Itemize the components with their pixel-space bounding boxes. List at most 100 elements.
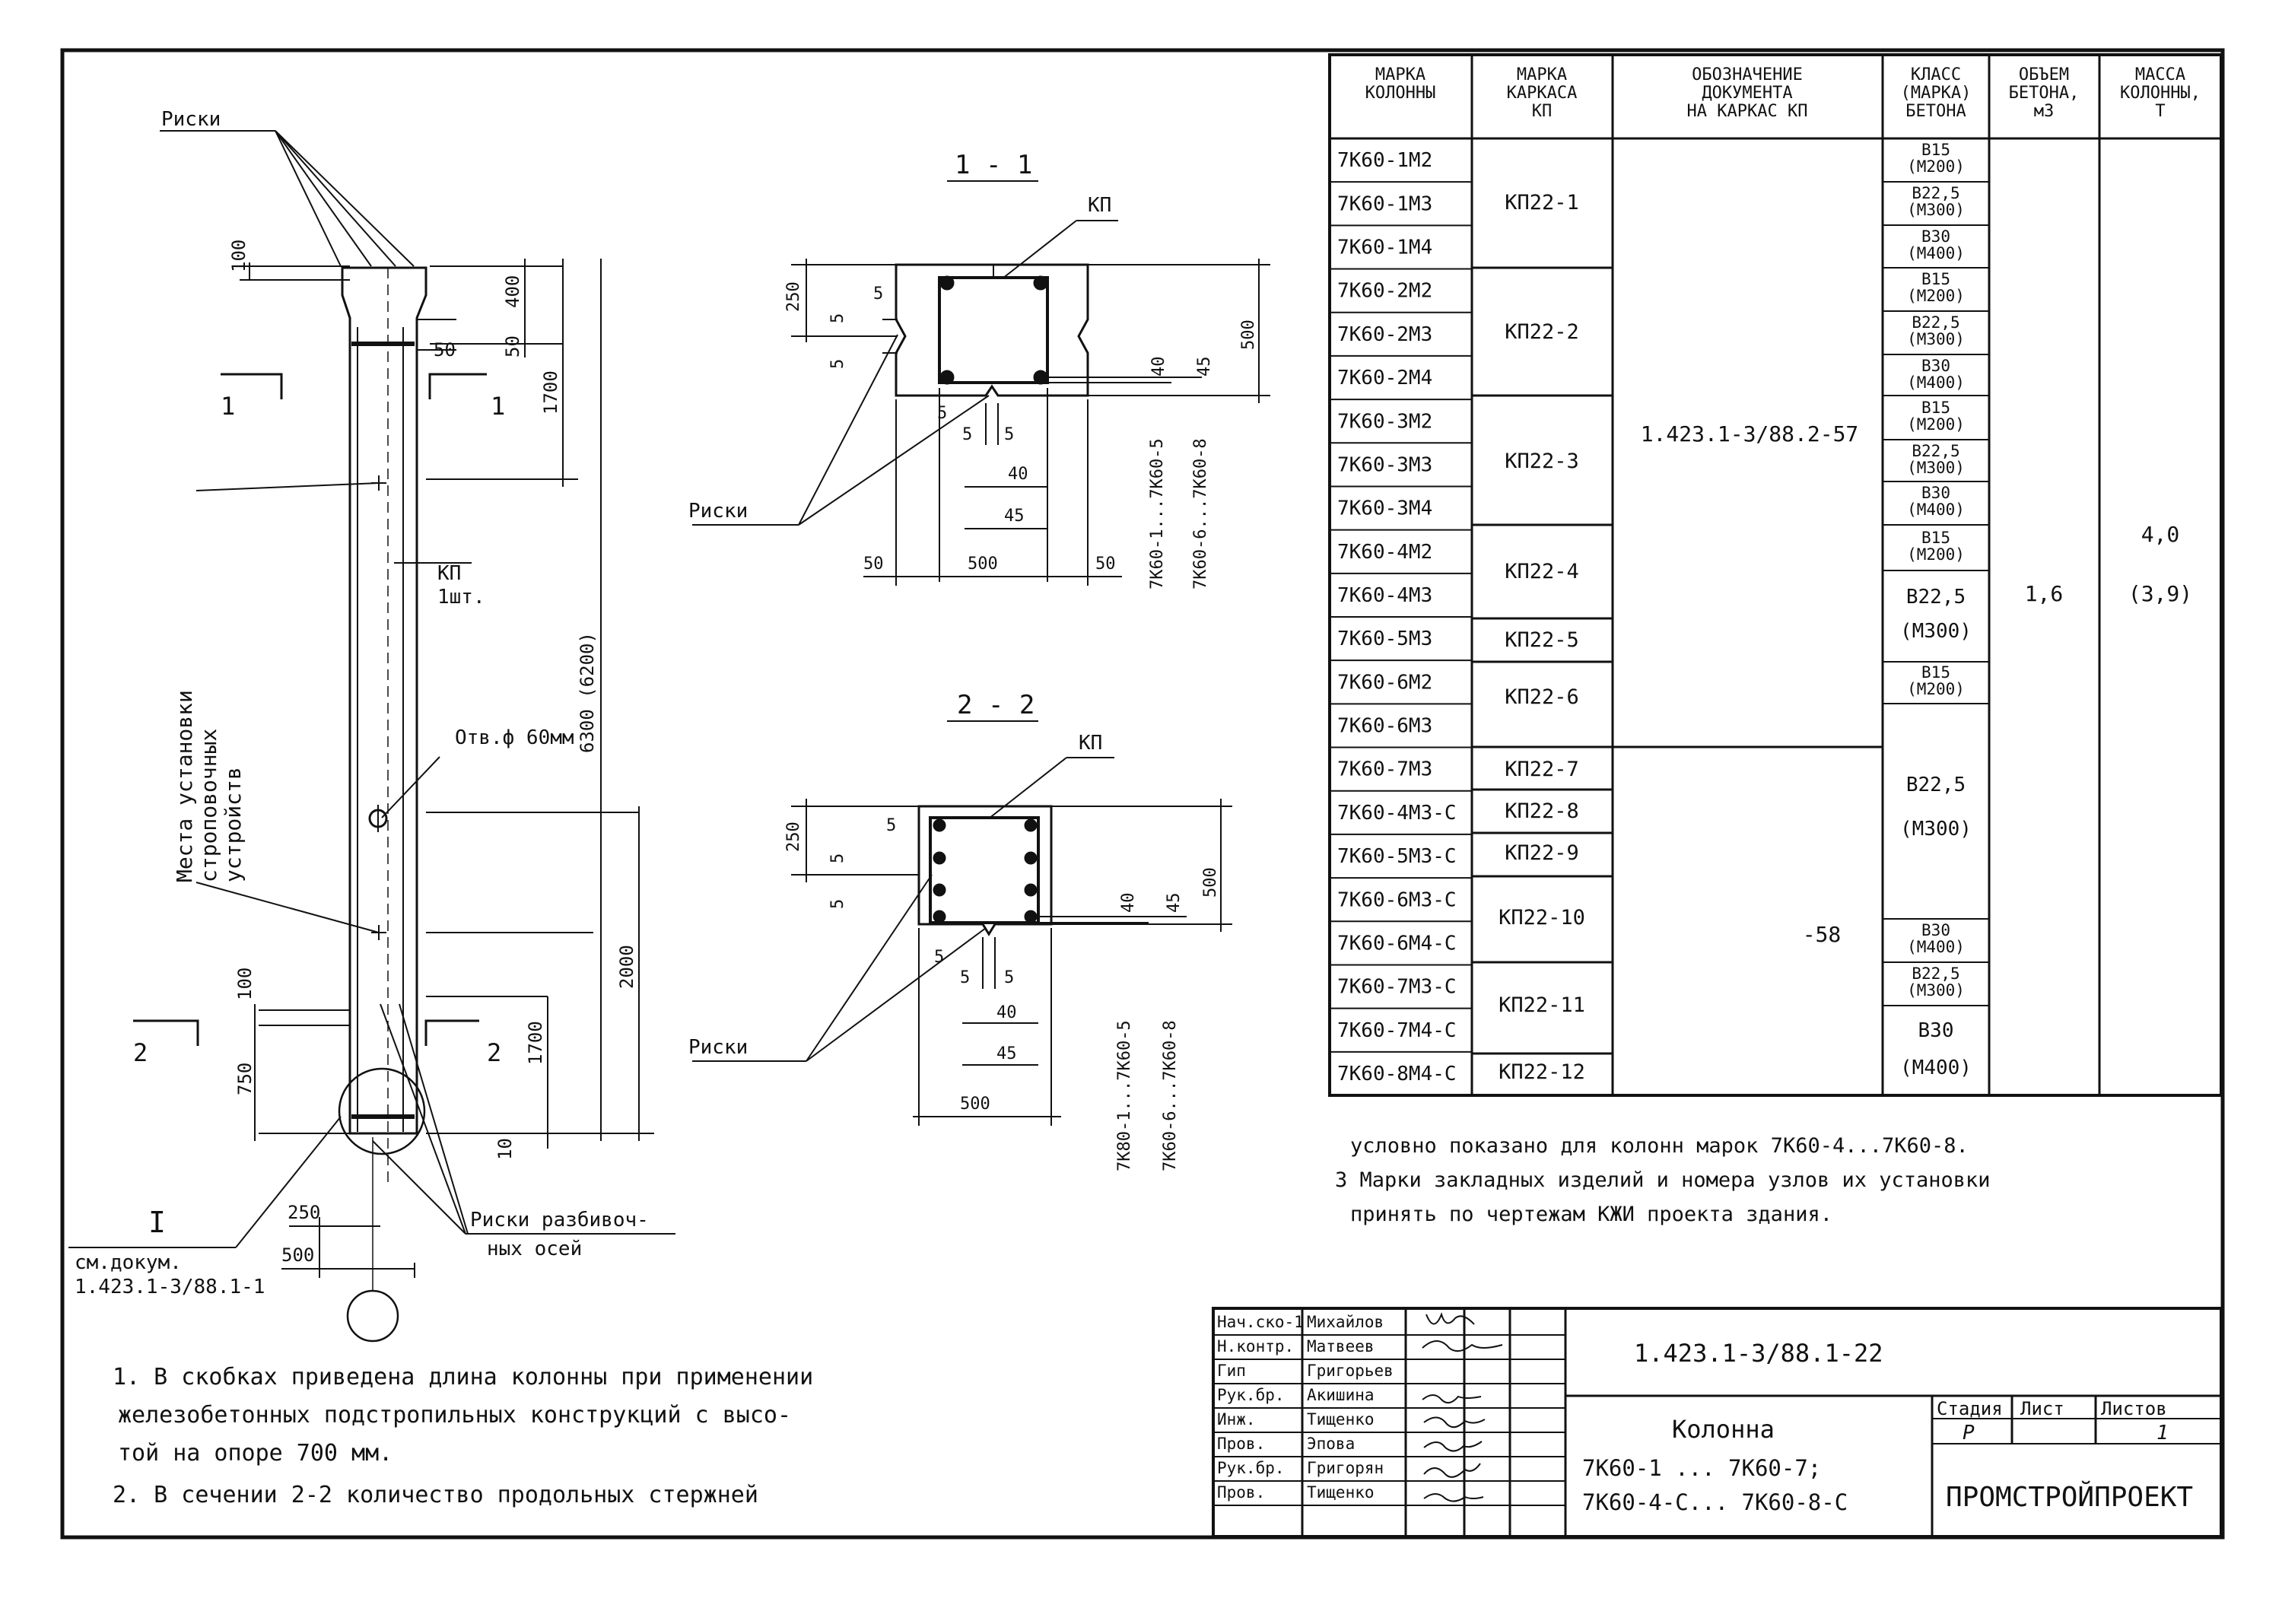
s2-dim-45v: 45 xyxy=(1165,893,1184,914)
stage-header: Стадия xyxy=(1937,1398,2003,1419)
stage-value: Р xyxy=(1963,1422,1975,1444)
s1-dim-5c: 5 xyxy=(828,359,847,369)
s2-dim-250: 250 xyxy=(784,822,803,852)
s1-dim-250: 250 xyxy=(784,281,803,312)
section-1-outline xyxy=(895,263,1089,397)
table-header: (МАРКА) xyxy=(1901,84,1972,103)
table-header: КЛАСС xyxy=(1911,65,1961,84)
table-cell-kp: КП22-3 xyxy=(1505,450,1579,473)
title-block xyxy=(1212,1307,2223,1538)
table-cell-class: В22,5 xyxy=(1906,586,1966,609)
label-mounting-1: Места установки xyxy=(172,690,197,882)
table-cell-mark: 7К60-4М3 xyxy=(1337,584,1432,607)
s1-mark-range-2: 7К60-6...7К60-8 xyxy=(1191,438,1210,590)
cut1-right: 1 xyxy=(491,392,505,421)
table-cell-kp: КП22-1 xyxy=(1505,191,1579,215)
s1-dim-5e: 5 xyxy=(962,425,972,444)
section-1-kp: КП xyxy=(1088,194,1111,217)
note-right-3: принять по чертежам КЖИ проекта здания. xyxy=(1350,1203,1832,1226)
note-right-2: 3 Марки закладных изделий и номера узлов… xyxy=(1335,1168,1991,1192)
table-cell-class: В30 xyxy=(1921,357,1950,375)
s1-dim-40: 40 xyxy=(1008,465,1028,484)
table-header: МАРКА xyxy=(1375,65,1425,84)
dim-500: 500 xyxy=(281,1244,314,1266)
table-header: ОБОЗНАЧЕНИЕ xyxy=(1692,65,1803,84)
s1-dim-500v: 500 xyxy=(1239,319,1258,350)
dim-50b: 50 xyxy=(502,335,523,358)
notes-right: условно показано для колонн марок 7К60-4… xyxy=(1335,1134,1991,1226)
table-cell-class: В15 xyxy=(1921,399,1950,417)
s2-dim-5a: 5 xyxy=(886,816,896,835)
table-cell-kp: КП22-12 xyxy=(1499,1060,1585,1084)
title-block-role: Инж. xyxy=(1217,1410,1256,1429)
section-1-labels: 1 - 1 КП Риски 250 5 5 5 500 40 45 5 5 5… xyxy=(688,150,1258,590)
table-cell-mark: 7К60-6М4-С xyxy=(1337,932,1457,955)
doc-code: 1.423.1-3/88.1-22 xyxy=(1634,1339,1883,1368)
table-header: БЕТОНА xyxy=(1905,102,1966,121)
spec-table xyxy=(1328,53,2223,1097)
table-header: КОЛОННЫ xyxy=(1365,84,1436,103)
s2-dim-500v: 500 xyxy=(1201,867,1220,898)
section-2-labels: 2 - 2 КП Риски 250 5 5 5 500 40 45 5 5 5… xyxy=(688,690,1220,1171)
table-cell-kp: КП22-5 xyxy=(1505,628,1579,652)
title-block-role: Пров. xyxy=(1217,1483,1265,1502)
table-header: НА КАРКАС КП xyxy=(1687,102,1808,121)
s2-dim-45: 45 xyxy=(996,1044,1017,1063)
sheets-header: Листов xyxy=(2101,1398,2167,1419)
section-2-cage xyxy=(929,816,1040,924)
table-cell-class: (М400) xyxy=(1900,1057,1972,1079)
s2-dim-5c: 5 xyxy=(828,899,847,909)
s1-dim-50l: 50 xyxy=(863,555,884,574)
title-block-role: Пров. xyxy=(1217,1435,1265,1453)
section-1-cage xyxy=(938,276,1049,384)
table-header: ОБЪЕМ xyxy=(2019,65,2069,84)
section-2-2 xyxy=(692,720,1232,1126)
s2-dim-40v: 40 xyxy=(1119,893,1138,914)
table-cell-mark: 7К60-1М4 xyxy=(1337,237,1432,259)
table-header: м3 xyxy=(2034,102,2055,121)
table-cell-mark: 7К60-3М4 xyxy=(1337,497,1432,520)
table-cell-mark: 7К60-2М3 xyxy=(1337,323,1432,346)
table-cell-class: В30 xyxy=(1921,921,1950,939)
title-block-role: Рук.бр. xyxy=(1217,1459,1285,1477)
note-left-3: той на опоре 700 мм. xyxy=(118,1440,393,1467)
s2-mark-range-2: 7К60-6...7К60-8 xyxy=(1161,1020,1180,1171)
table-header: МАССА xyxy=(2135,65,2185,84)
title-block-main: 1.423.1-3/88.1-22 Колонна 7К60-1 ... 7К6… xyxy=(1582,1339,2193,1515)
table-cell-mark: 7К60-7М3-С xyxy=(1337,976,1457,999)
table-cell-class: В22,5 xyxy=(1912,442,1959,460)
table-cell-class: (М300) xyxy=(1900,620,1972,643)
table-cell-class: (М400) xyxy=(1907,373,1965,392)
section-1-title: 1 - 1 xyxy=(955,150,1032,180)
drawing-subtitle-2: 7К60-4-С... 7К60-8-С xyxy=(1582,1489,1848,1515)
table-cell-kp: КП22-6 xyxy=(1505,685,1579,709)
table-cell-kp: КП22-10 xyxy=(1499,906,1585,930)
column-elevation xyxy=(68,130,675,1343)
drawing-title: Колонна xyxy=(1672,1415,1775,1444)
table-cell-class: В22,5 xyxy=(1912,184,1959,202)
title-block-role: Нач.ско-1 xyxy=(1217,1313,1304,1331)
title-block-role: Гип xyxy=(1217,1362,1246,1380)
s1-dim-45v: 45 xyxy=(1195,357,1214,377)
table-cell-class: (М300) xyxy=(1907,981,1965,1000)
table-cell-class: (М400) xyxy=(1907,244,1965,262)
section-1-1 xyxy=(692,180,1270,586)
sheets-value: 1 xyxy=(2156,1422,2169,1444)
table-cell-doc: 1.423.1-3/88.2-57 xyxy=(1641,421,1859,447)
s2-dim-500h: 500 xyxy=(960,1095,990,1114)
note-left-2: железобетонных подстропильных конструкци… xyxy=(118,1402,791,1429)
table-header: Т xyxy=(2155,102,2165,121)
table-cell-mass: 4,0 xyxy=(2141,522,2180,547)
table-header: МАРКА xyxy=(1517,65,1567,84)
table-cell-class: (М200) xyxy=(1907,157,1965,176)
title-block-text: Нач.ско-1Н.контр.ГипРук.бр.Инж.Пров.Рук.… xyxy=(1217,1313,1394,1502)
s1-dim-40v: 40 xyxy=(1149,357,1168,377)
table-cell-kp: КП22-11 xyxy=(1499,993,1585,1017)
table-cell-mark: 7К60-2М4 xyxy=(1337,367,1432,389)
dim-50a: 50 xyxy=(434,339,456,361)
cut2-left: 2 xyxy=(133,1038,148,1067)
table-cell-class: В22,5 xyxy=(1906,774,1966,796)
table-cell-mark: 7К60-4М3-С xyxy=(1337,802,1457,825)
table-cell-mark: 7К60-1М2 xyxy=(1337,149,1432,172)
